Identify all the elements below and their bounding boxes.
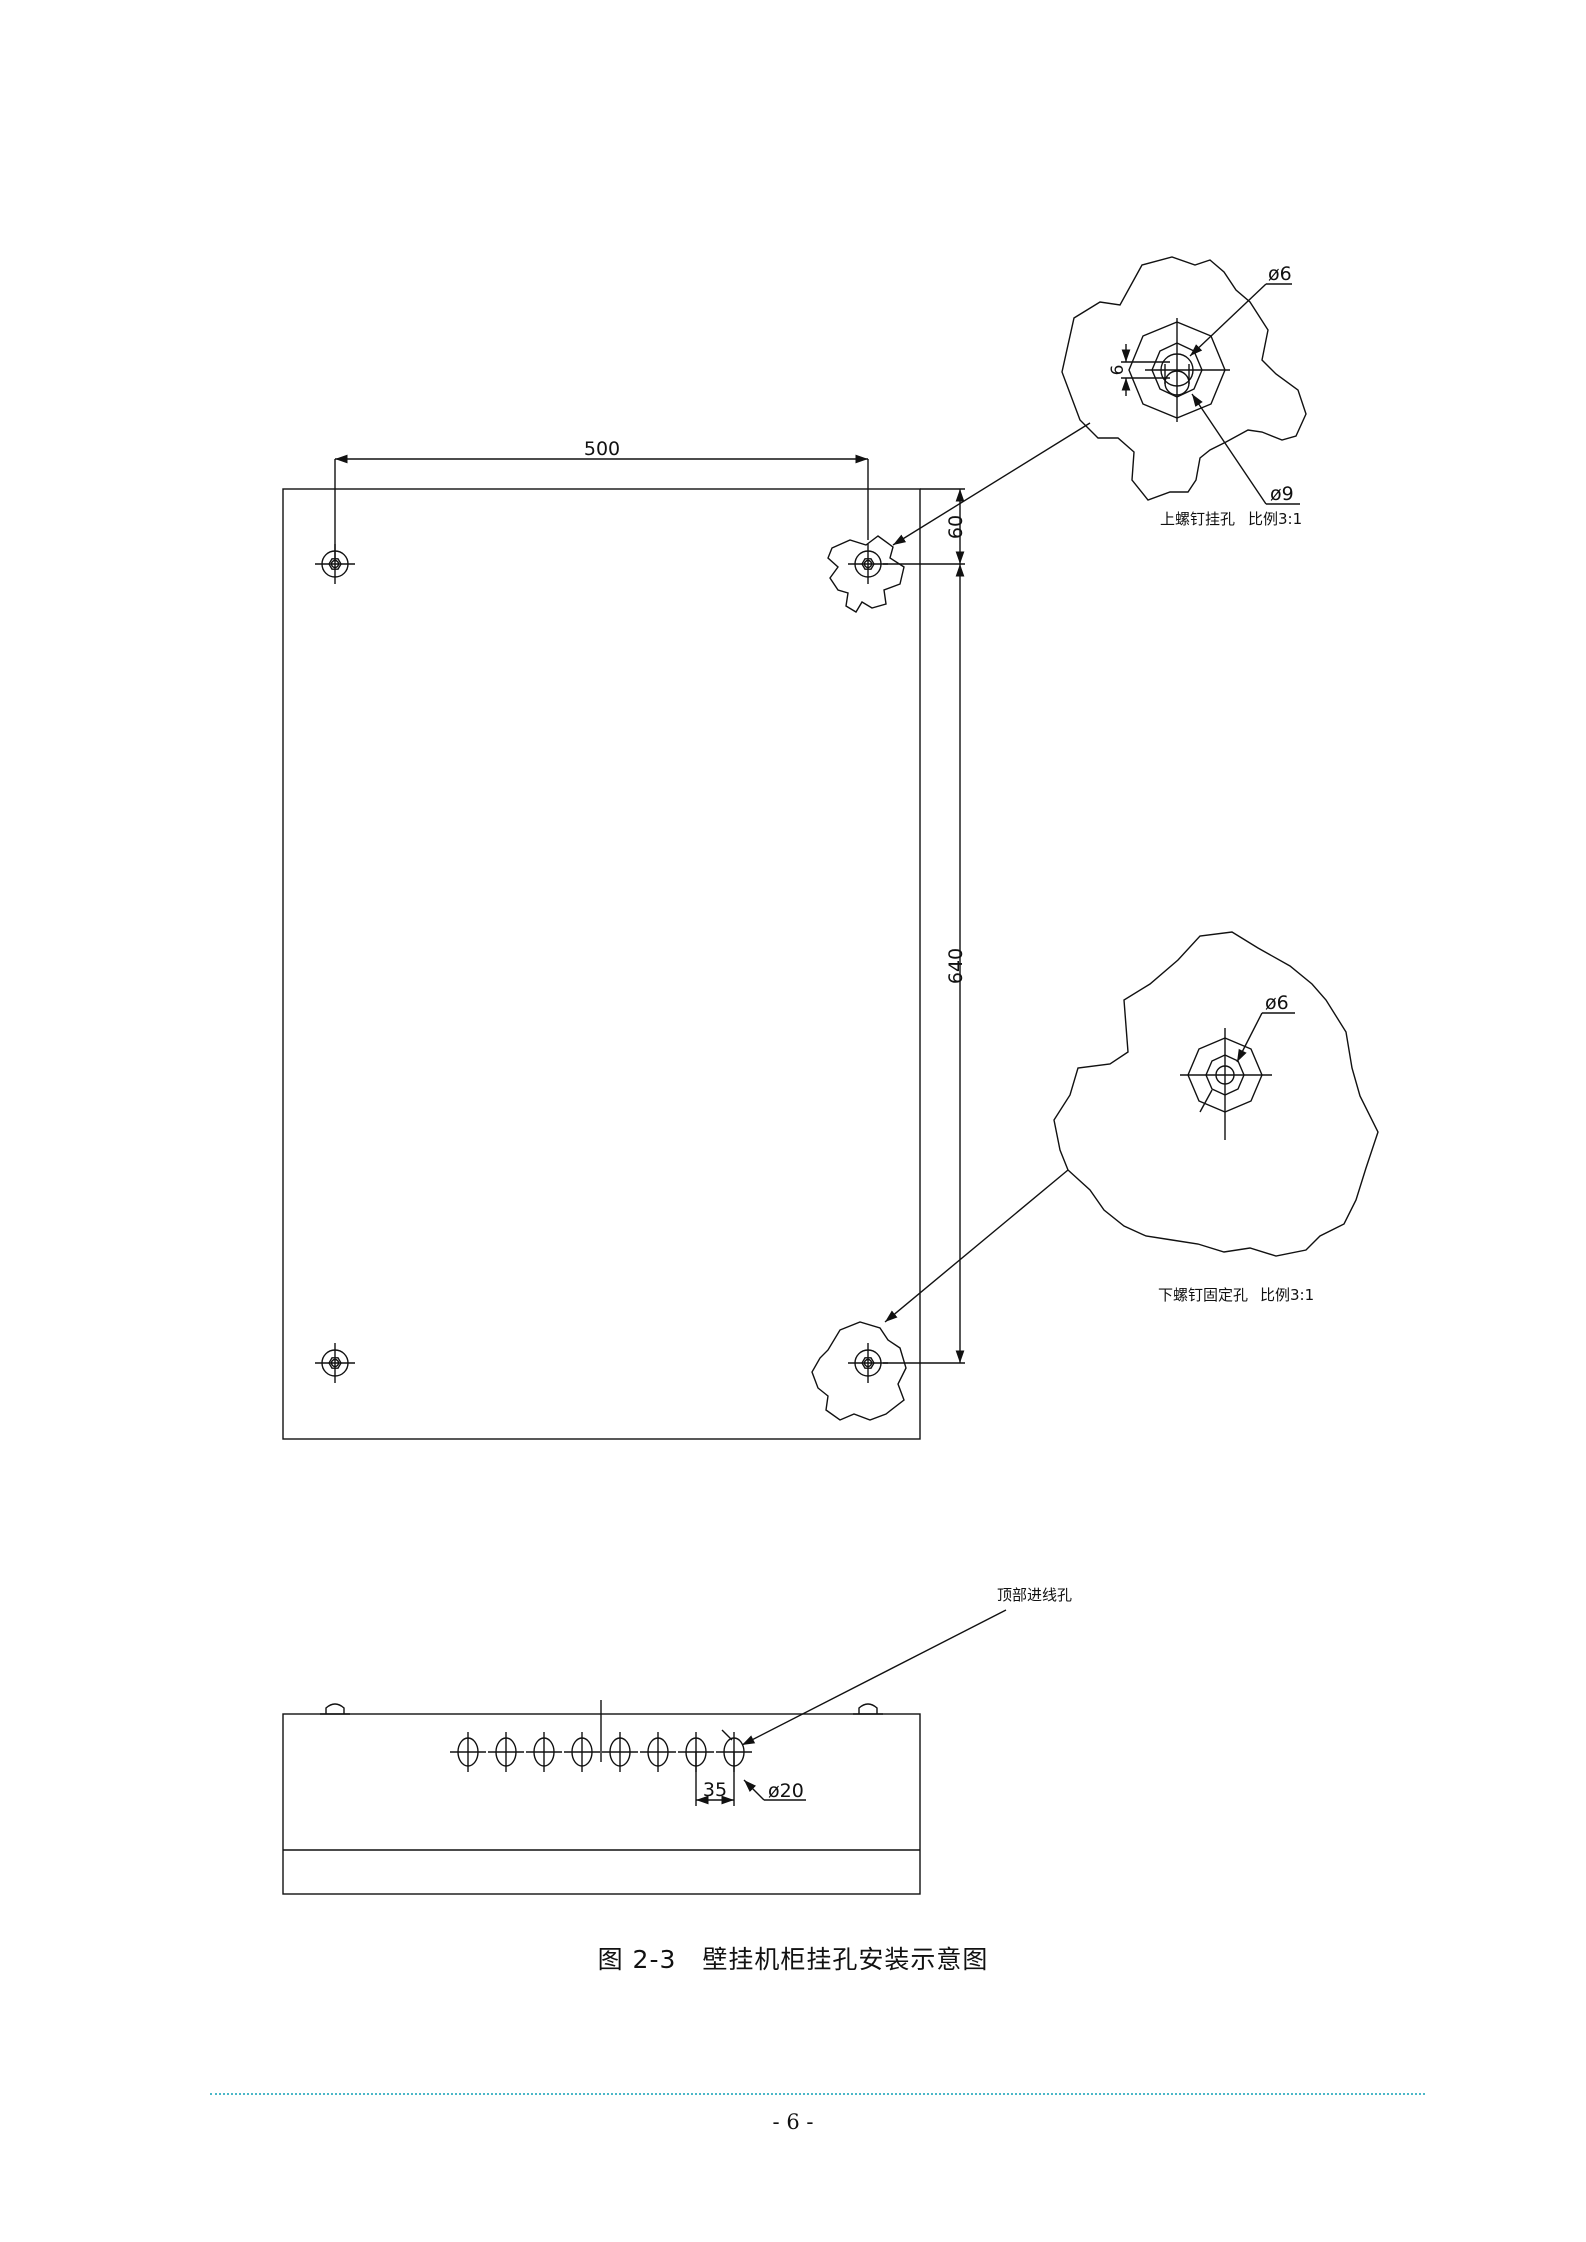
hole-top-left [315, 544, 355, 584]
figure-caption: 图 2-3 壁挂机柜挂孔安装示意图 [0, 1940, 1586, 1976]
figure-title: 壁挂机柜挂孔安装示意图 [702, 1945, 989, 1974]
page-number: - 6 - [772, 2110, 814, 2134]
footer-divider [210, 2093, 1425, 2095]
upper-slot-width-text: 6 [1108, 365, 1128, 376]
dimension-width [334, 454, 869, 560]
upper-detail-scale: 比例3:1 [1248, 510, 1302, 528]
hole-bottom-left [315, 1343, 355, 1383]
detail-lower-fixing-hole [1053, 931, 1379, 1257]
figure-number: 图 2-3 [597, 1945, 677, 1974]
upper-detail-label: 上螺钉挂孔 [1160, 510, 1235, 528]
lower-detail-scale: 比例3:1 [1260, 1286, 1314, 1304]
dimension-pitch [695, 1752, 735, 1806]
leader-lower-detail [884, 1169, 1069, 1323]
dimension-height [883, 488, 965, 1364]
hole-top-right [827, 535, 905, 613]
dim-width-text: 500 [584, 438, 620, 460]
dim-height-text: 640 [945, 948, 967, 984]
cabinet-front-outline [282, 488, 921, 1440]
hole-bottom-right [811, 1321, 907, 1421]
top-entry-label: 顶部进线孔 [997, 1586, 1072, 1604]
upper-dia-small-text: ø6 [1268, 263, 1292, 285]
dim-top-offset-text: 60 [945, 515, 967, 539]
upper-dia-large-text: ø9 [1270, 483, 1294, 505]
hole-dia-text: ø20 [768, 1780, 804, 1802]
leader-upper-detail [892, 422, 1091, 546]
lower-detail-label: 下螺钉固定孔 [1158, 1286, 1248, 1304]
cabinet-top-view [282, 1700, 921, 1895]
leader-top-entry [741, 1609, 1007, 1746]
pitch-text: 35 [703, 1779, 727, 1801]
lower-dia-text: ø6 [1265, 992, 1289, 1014]
detail-upper-hanging-hole [1061, 256, 1307, 505]
